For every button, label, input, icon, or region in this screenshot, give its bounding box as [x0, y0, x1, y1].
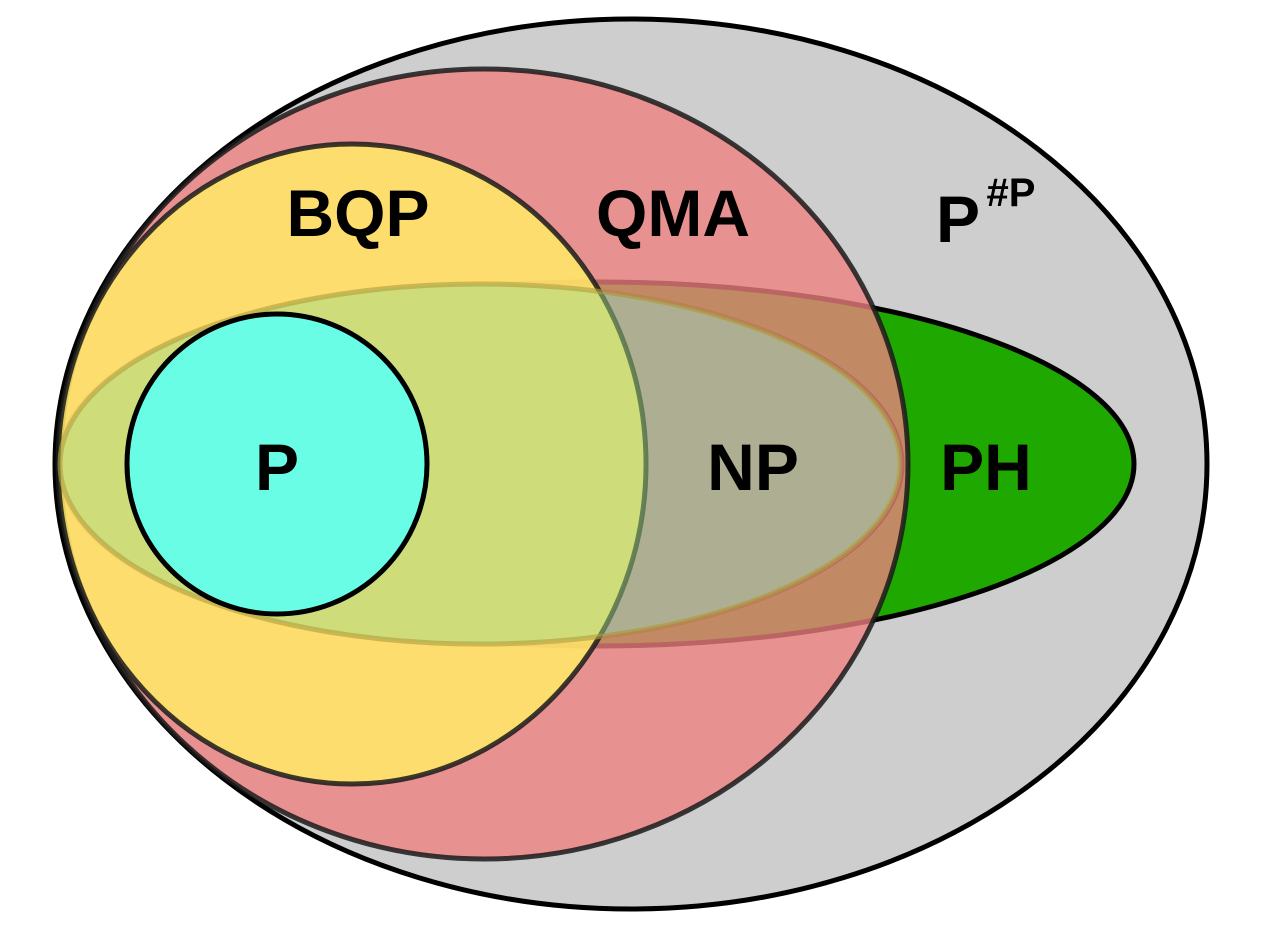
p-label: P — [255, 430, 299, 504]
psharpp-label-base: P — [936, 182, 980, 256]
np-label: NP — [707, 430, 799, 504]
qma-label: QMA — [596, 176, 750, 250]
p-region — [124, 311, 430, 617]
bqp-label: BQP — [286, 176, 429, 250]
ph-label: PH — [940, 430, 1032, 504]
psharpp-label-superscript: #P — [987, 171, 1036, 215]
psharpp-label: P #P — [936, 171, 1035, 256]
